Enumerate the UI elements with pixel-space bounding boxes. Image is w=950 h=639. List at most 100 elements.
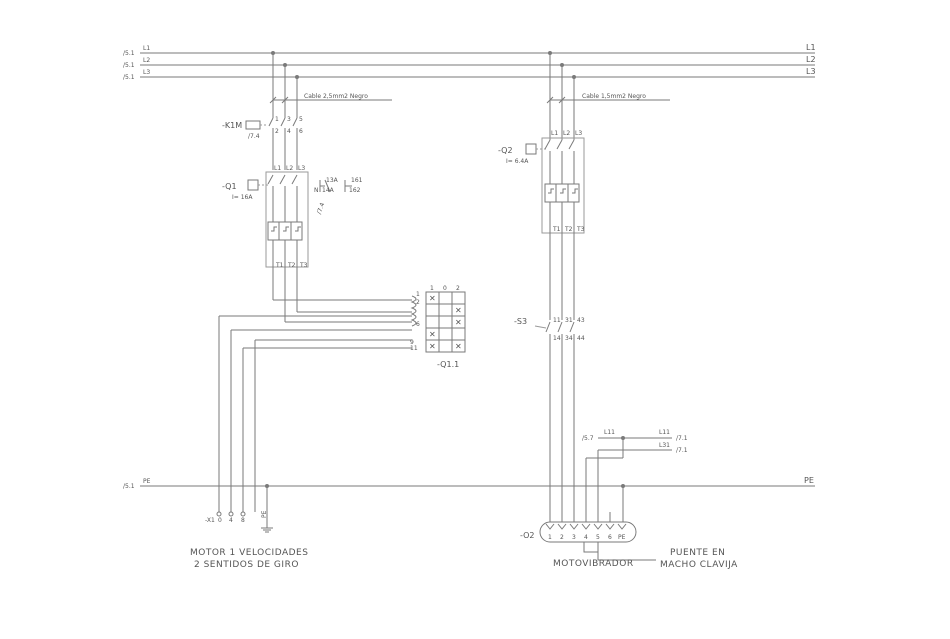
motor-terminals: -X1 0 4 8 PE MOTOR 1 VELOCIDADES 2 SENTI… — [190, 340, 308, 570]
o2-pin-3: 3 — [572, 534, 576, 541]
q1-aux-contacts: 13A 14A 161 162 N /7.4 — [314, 177, 363, 215]
bus-label-l2-right: L2 — [806, 55, 816, 64]
contactor-terminal-2: 2 — [275, 128, 279, 135]
left-cable-label: Cable 2,5mm2 Negro — [304, 93, 368, 100]
switch-q1-1-label: -Q1.1 — [437, 360, 459, 369]
aux-n: N — [314, 187, 319, 194]
contactor-terminal-4: 4 — [287, 128, 291, 135]
bus-label-l1-left: L1 — [143, 45, 150, 52]
terminal-block-x1: -X1 — [205, 517, 215, 524]
switch-s3: -S3 11 31 43 14 34 44 — [514, 317, 585, 522]
switch-pin-6: 6 — [416, 321, 420, 328]
switch-pin-1: 1 — [416, 291, 420, 298]
q2-top-l3: L3 — [575, 130, 582, 137]
s3-bottom-14: 14 — [553, 335, 561, 342]
connector-o2: -O2 1 2 3 4 5 6 PE MOTOVIBRADOR PUENTE E… — [520, 521, 738, 570]
ctrl-ref-left: /5.7 — [582, 435, 594, 442]
motor-caption-line-1: MOTOR 1 VELOCIDADES — [190, 548, 308, 558]
bridge-caption-line-2: MACHO CLAVIJA — [660, 560, 738, 570]
q1-bottom-t3: T3 — [299, 262, 308, 269]
bus-label-l2-left: L2 — [143, 57, 150, 64]
control-lines: /5.7 L11 L11 /7.1 L31 /7.1 — [582, 429, 688, 522]
ctrl-l11-right: L11 — [659, 429, 670, 436]
selector-wiring: 1 2 6 9 11 — [218, 291, 420, 512]
o2-pin-1: 1 — [548, 534, 552, 541]
bus-label-l1-right: L1 — [806, 43, 816, 52]
bus-label-l3-right: L3 — [806, 67, 816, 76]
q1-top-l2: L2 — [286, 165, 293, 172]
bus-lines: /5.1 /5.1 /5.1 L1 L2 L3 L1 L2 L3 — [123, 43, 816, 81]
q2-top-l1: L1 — [551, 130, 558, 137]
switch-pos-2: 2 — [456, 285, 460, 292]
bus-ref-l2: /5.1 — [123, 62, 135, 69]
ctrl-ref-right-2: /7.1 — [676, 447, 688, 454]
s3-bottom-34: 34 — [565, 335, 573, 342]
motor-caption-line-2: 2 SENTIDOS DE GIRO — [194, 560, 299, 570]
q1-setting: I= 16A — [232, 194, 253, 201]
bridge-caption-line-1: PUENTE EN — [670, 548, 725, 558]
q1-bottom-t1: T1 — [275, 262, 284, 269]
switch-mark: ✕ — [455, 306, 462, 315]
terminal-0: 0 — [218, 517, 222, 524]
switch-mark: ✕ — [429, 342, 436, 351]
contactor-terminal-1: 1 — [275, 116, 279, 123]
contactor-k1m-ref: /7.4 — [248, 133, 260, 140]
q1-top-l1: L1 — [274, 165, 281, 172]
aux-161: 161 — [351, 177, 363, 184]
s3-top-11: 11 — [553, 317, 561, 324]
o2-label: -O2 — [520, 531, 535, 540]
aux-ref: /7.4 — [316, 202, 327, 215]
right-circuit: Cable 1,5mm2 Negro L1 L2 L3 -Q2 I= 6.4A — [498, 51, 738, 570]
q2-label: -Q2 — [498, 146, 513, 155]
terminal-8: 8 — [241, 517, 245, 524]
terminal-pe: PE — [261, 510, 268, 518]
q2-setting: I= 6.4A — [506, 158, 529, 165]
switch-pin-9: 9 — [410, 339, 414, 346]
switch-mark: ✕ — [429, 330, 436, 339]
aux-162: 162 — [349, 187, 361, 194]
selector-switch-q1-1: 1 0 2 ✕ ✕ ✕ ✕ ✕ ✕ -Q1.1 — [425, 285, 466, 369]
q2-bottom-t2: T2 — [564, 226, 573, 233]
o2-pin-4: 4 — [584, 534, 588, 541]
s3-label: -S3 — [514, 317, 527, 326]
switch-mark: ✕ — [455, 342, 462, 351]
switch-pin-11: 11 — [410, 345, 418, 352]
q2-bottom-t1: T1 — [552, 226, 561, 233]
pe-label-left: PE — [143, 478, 151, 485]
bus-ref-l3: /5.1 — [123, 74, 135, 81]
pe-ref: /5.1 — [123, 483, 135, 490]
switch-pos-0: 0 — [443, 285, 447, 292]
breaker-q1: L1 L2 L3 -Q1 I= 16A T1 T2 T3 — [222, 165, 309, 322]
s3-bottom-44: 44 — [577, 335, 585, 342]
pe-line: /5.1 PE PE — [123, 476, 815, 490]
o2-pin-2: 2 — [560, 534, 564, 541]
contactor-terminal-6: 6 — [299, 128, 303, 135]
right-cable-label: Cable 1,5mm2 Negro — [582, 93, 646, 100]
pe-label-right: PE — [804, 476, 814, 485]
aux-13a: 13A — [326, 177, 339, 184]
o2-pin-5: 5 — [596, 534, 600, 541]
ctrl-l11-left: L11 — [604, 429, 615, 436]
vibrator-caption: MOTOVIBRADOR — [553, 559, 634, 569]
q1-top-l3: L3 — [298, 165, 305, 172]
contactor-terminal-3: 3 — [287, 116, 291, 123]
q2-top-l2: L2 — [563, 130, 570, 137]
bus-ref-l1: /5.1 — [123, 50, 135, 57]
aux-14a: 14A — [322, 187, 335, 194]
ctrl-ref-right-1: /7.1 — [676, 435, 688, 442]
s3-top-43: 43 — [577, 317, 585, 324]
switch-pos-1: 1 — [430, 285, 434, 292]
switch-mark: ✕ — [455, 318, 462, 327]
switch-pin-2: 2 — [416, 299, 420, 306]
o2-pin-pe: PE — [618, 534, 626, 541]
switch-mark: ✕ — [429, 294, 436, 303]
contactor-k1m: -K1M /7.4 1 2 3 4 5 6 — [222, 116, 303, 170]
q1-label: -Q1 — [222, 182, 237, 191]
o2-pin-6: 6 — [608, 534, 612, 541]
s3-top-31: 31 — [565, 317, 573, 324]
q2-bottom-t3: T3 — [576, 226, 585, 233]
bus-label-l3-left: L3 — [143, 69, 150, 76]
ctrl-l31: L31 — [659, 442, 670, 449]
contactor-k1m-label: -K1M — [222, 121, 242, 130]
